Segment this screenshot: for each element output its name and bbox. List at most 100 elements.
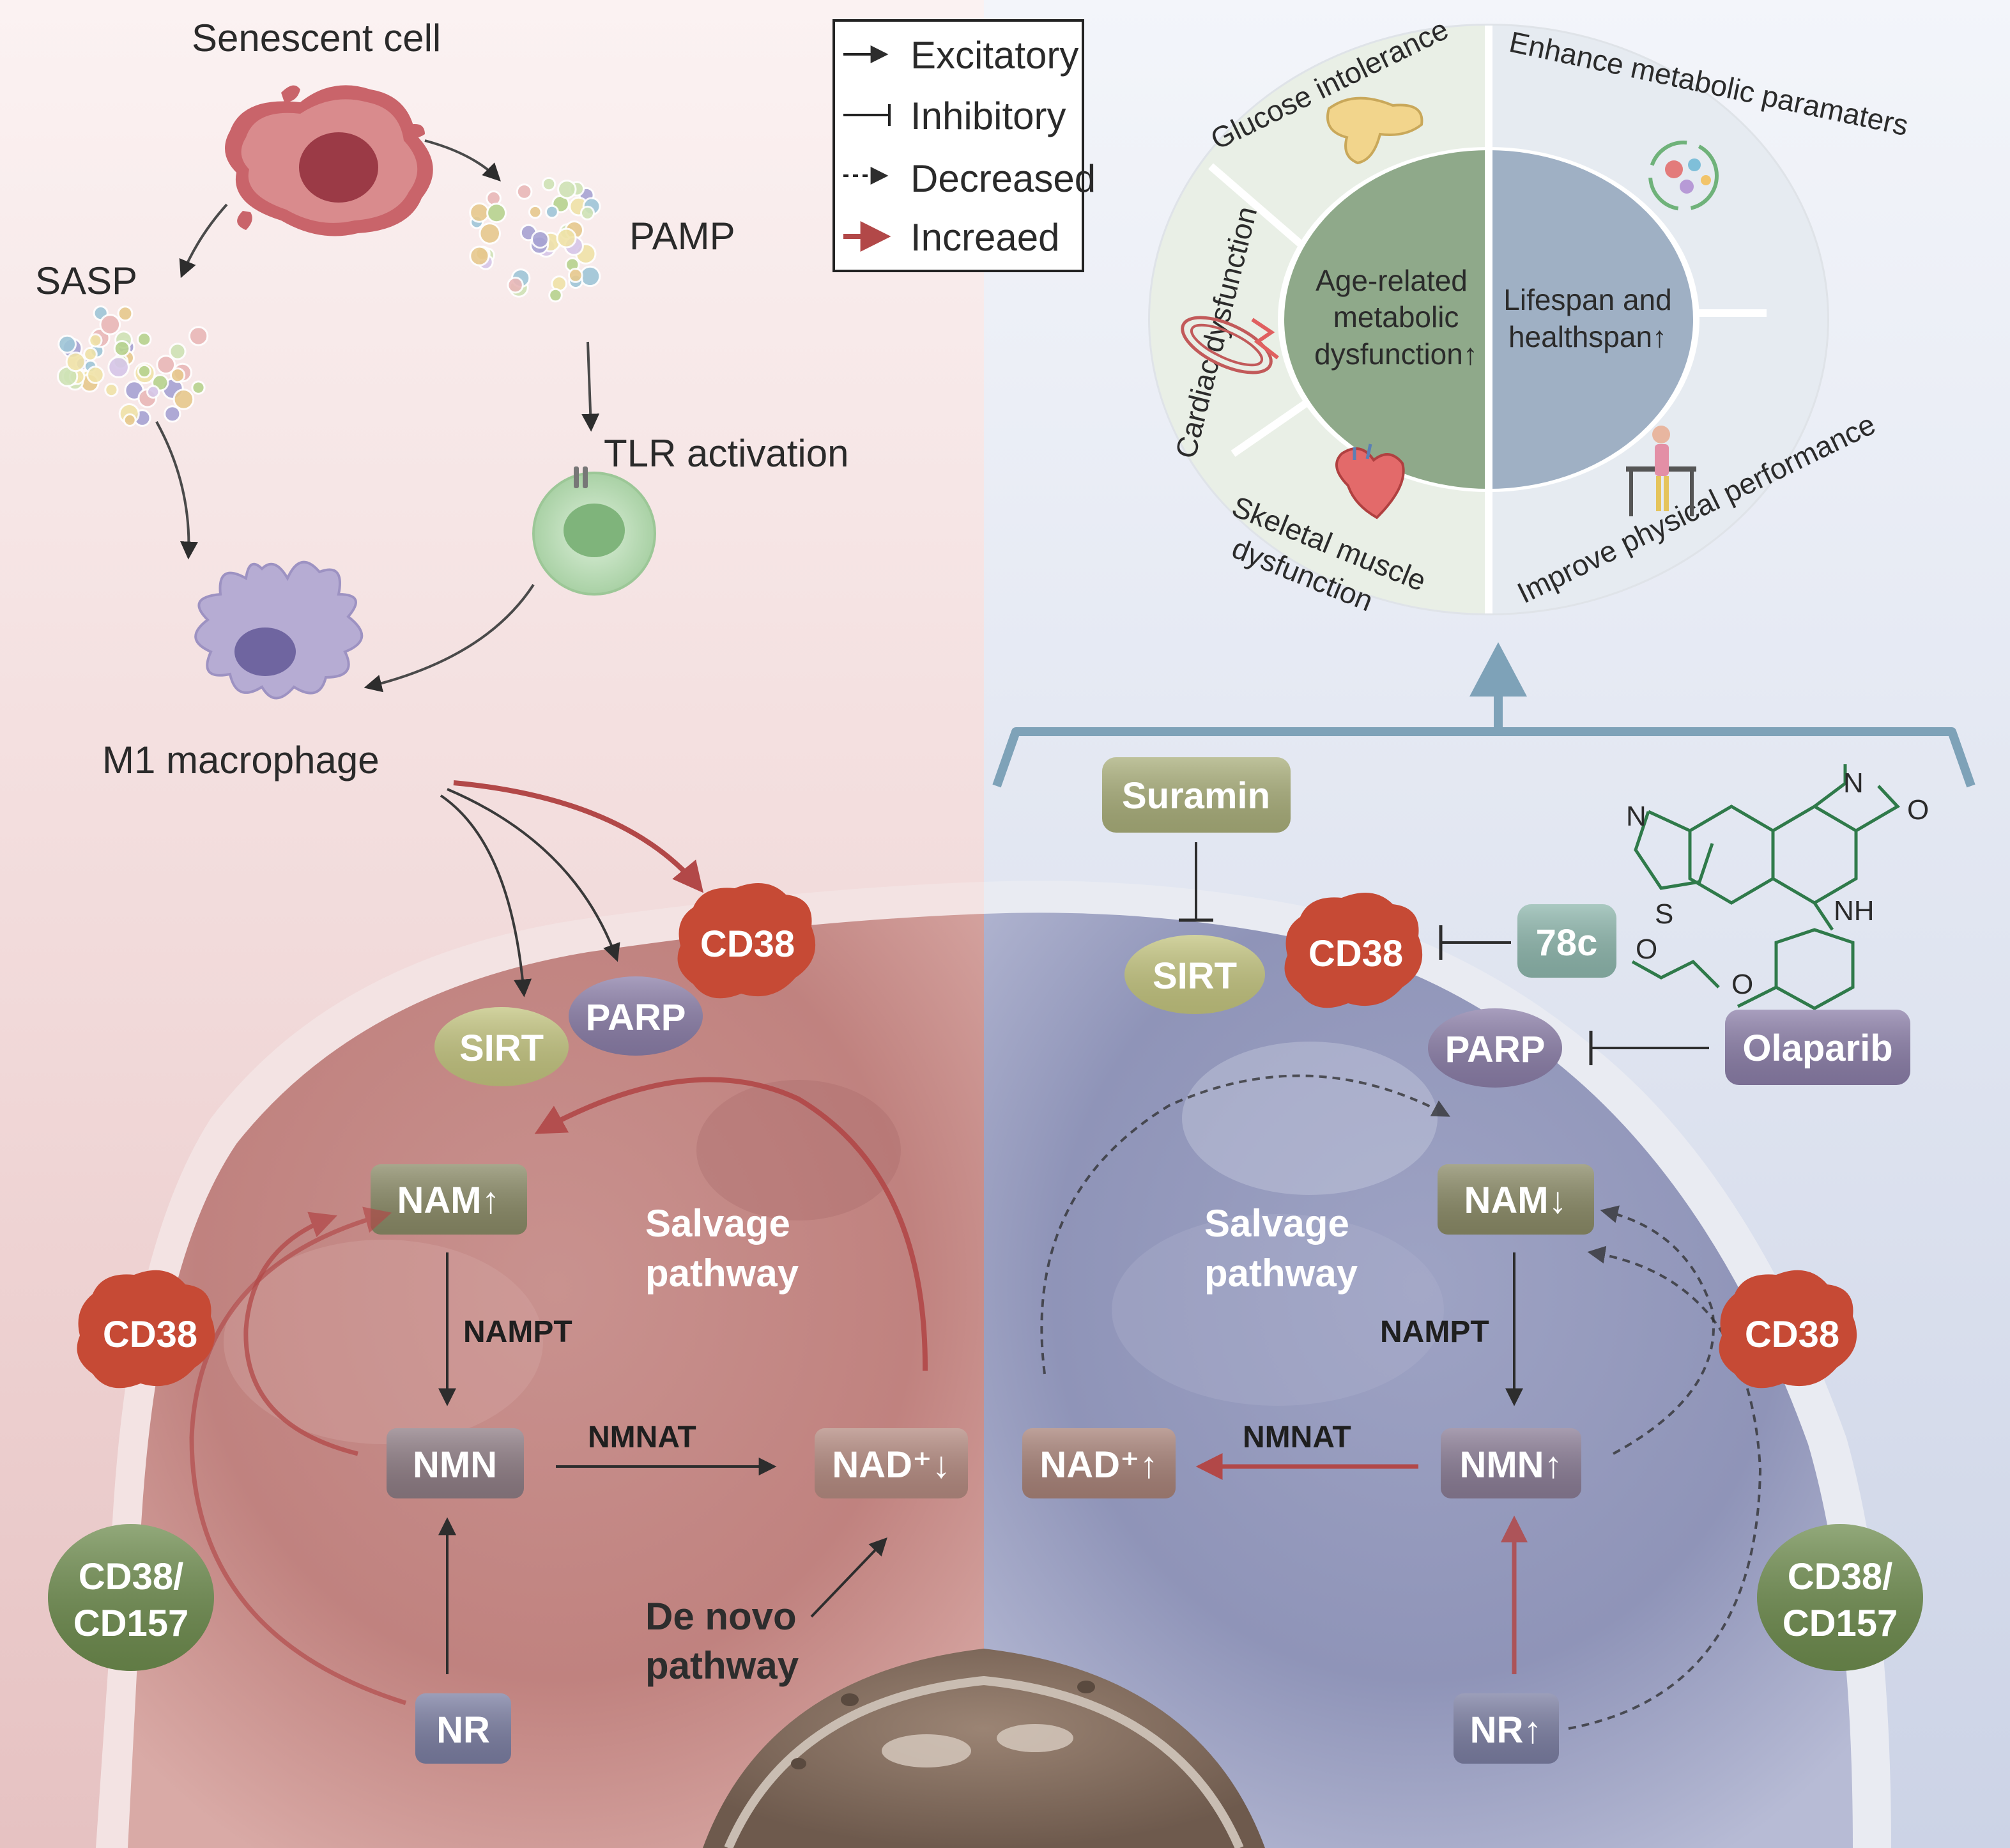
center-right-line1: Lifespan and xyxy=(1503,283,1671,316)
arrow-macrophage-to-parp xyxy=(447,788,620,962)
particle xyxy=(88,333,103,348)
particle xyxy=(83,346,98,362)
particle xyxy=(169,343,187,360)
right-cd157-line2: CD157 xyxy=(1783,1603,1898,1644)
left-cd38-top: CD38 xyxy=(677,883,816,999)
arrow-macrophage-to-sirt xyxy=(440,794,532,997)
molecule-atom-label: NH xyxy=(1834,895,1875,927)
particle xyxy=(486,203,507,224)
muscle-icon xyxy=(1181,316,1279,374)
outcome-bracket xyxy=(992,642,1975,788)
particle xyxy=(528,204,542,219)
particle xyxy=(469,202,490,223)
arrow-left-nmn-to-nam xyxy=(243,1212,358,1456)
right-sirt-label: SIRT xyxy=(1153,955,1237,997)
left-sirt: SIRT xyxy=(434,1007,569,1086)
tlr-cell-illustration xyxy=(532,466,656,596)
right-nad-box: NAD⁺↑ xyxy=(1022,1428,1176,1498)
center-right-half xyxy=(1489,150,1693,489)
particle xyxy=(567,268,583,283)
right-salvage-line2: pathway xyxy=(1204,1252,1358,1295)
particle xyxy=(113,340,131,357)
center-right-line2: healthspan↑ xyxy=(1508,320,1667,353)
left-cd157-line2: CD157 xyxy=(73,1603,189,1644)
center-left-line1: Age-related xyxy=(1316,264,1468,297)
center-left-line3: dysfunction↑ xyxy=(1314,337,1478,371)
left-nmn-label: NMN xyxy=(413,1444,497,1486)
molecule-atom-label: O xyxy=(1907,794,1929,826)
particle xyxy=(479,222,502,245)
molecule-78c-structure xyxy=(1631,764,1900,1010)
left-cd38-side: CD38 xyxy=(77,1270,215,1389)
arrow-right-nr-to-nam-decreased xyxy=(1568,1245,1762,1730)
left-nampt-label: NAMPT xyxy=(463,1315,572,1349)
arrow-left-nad-to-nam xyxy=(534,1077,928,1371)
right-78c: 78c xyxy=(1517,904,1616,978)
particle xyxy=(137,364,151,379)
legend-decreased: Decreased xyxy=(910,157,1096,200)
right-nad-label: NAD⁺↑ xyxy=(1040,1444,1158,1486)
tlr-activation-label: TLR activation xyxy=(604,432,849,475)
molecule-atom-label: O xyxy=(1731,969,1753,1000)
right-olaparib-label: Olaparib xyxy=(1742,1028,1892,1069)
molecule-atom-label: S xyxy=(1655,898,1673,930)
left-nr-box: NR xyxy=(415,1693,511,1764)
right-sirt: SIRT xyxy=(1124,935,1265,1014)
m1-macrophage-label: M1 macrophage xyxy=(102,739,380,782)
particle xyxy=(146,385,160,399)
particle xyxy=(507,277,524,294)
pamp-particles xyxy=(469,176,601,303)
left-parp: PARP xyxy=(569,976,703,1056)
particle xyxy=(137,332,152,347)
right-nam-box: NAM↓ xyxy=(1438,1164,1594,1235)
right-nmn-label: NMN↑ xyxy=(1459,1444,1562,1486)
left-nr-label: NR xyxy=(436,1709,490,1751)
left-denovo-line1: De novo xyxy=(645,1595,797,1638)
left-nmn-box: NMN xyxy=(387,1428,524,1498)
senescent-cell-label: Senescent cell xyxy=(192,17,441,59)
left-nad-box: NAD⁺↓ xyxy=(815,1428,968,1498)
left-salvage-line1: Salvage xyxy=(645,1202,790,1245)
left-sirt-label: SIRT xyxy=(459,1028,544,1069)
arrow-left-denovo xyxy=(810,1537,887,1618)
right-parp-label: PARP xyxy=(1445,1029,1546,1070)
legend-increased: Increaed xyxy=(910,216,1060,259)
particle xyxy=(170,367,186,383)
arrow-sasp-to-macrophage xyxy=(155,421,198,560)
right-cd38-top: CD38 xyxy=(1284,893,1423,1008)
particle xyxy=(191,380,206,395)
particle xyxy=(117,305,134,322)
center-left-half xyxy=(1284,150,1489,489)
right-cd38-cd157: CD38/ CD157 xyxy=(1757,1524,1923,1671)
left-salvage-line2: pathway xyxy=(645,1252,799,1295)
arrow-senescent-to-sasp xyxy=(179,203,228,279)
right-suramin: Suramin xyxy=(1102,757,1291,833)
sasp-particles xyxy=(57,305,209,427)
elderly-treadmill-icon xyxy=(1626,426,1696,516)
right-nmn-box: NMN↑ xyxy=(1441,1428,1581,1498)
left-cd157-line1: CD38/ xyxy=(79,1556,183,1598)
particle xyxy=(156,355,176,375)
arrow-macrophage-to-cd38 xyxy=(453,780,704,893)
pamp-label: PAMP xyxy=(629,215,735,258)
right-olaparib: Olaparib xyxy=(1725,1010,1910,1085)
arrow-left-nr-to-nam xyxy=(189,1206,407,1706)
particle xyxy=(58,334,77,354)
particle xyxy=(580,205,595,220)
particle xyxy=(173,389,195,410)
heart-icon xyxy=(1335,443,1405,520)
left-nad-label: NAD⁺↓ xyxy=(832,1444,950,1486)
right-nmnat-label: NMNAT xyxy=(1243,1421,1351,1454)
particle xyxy=(516,183,533,200)
right-78c-label: 78c xyxy=(1536,922,1598,964)
outcome-wheel: Age-related metabolic dysfunction↑ Lifes… xyxy=(1148,12,1912,617)
right-nampt-label: NAMPT xyxy=(1380,1315,1489,1349)
right-nam-label: NAM↓ xyxy=(1464,1180,1567,1221)
particle xyxy=(65,351,86,373)
particle xyxy=(469,245,490,266)
particle xyxy=(541,176,556,192)
right-cd38-side-label: CD38 xyxy=(1745,1314,1839,1355)
legend-inhibitory: Inhibitory xyxy=(910,95,1066,137)
